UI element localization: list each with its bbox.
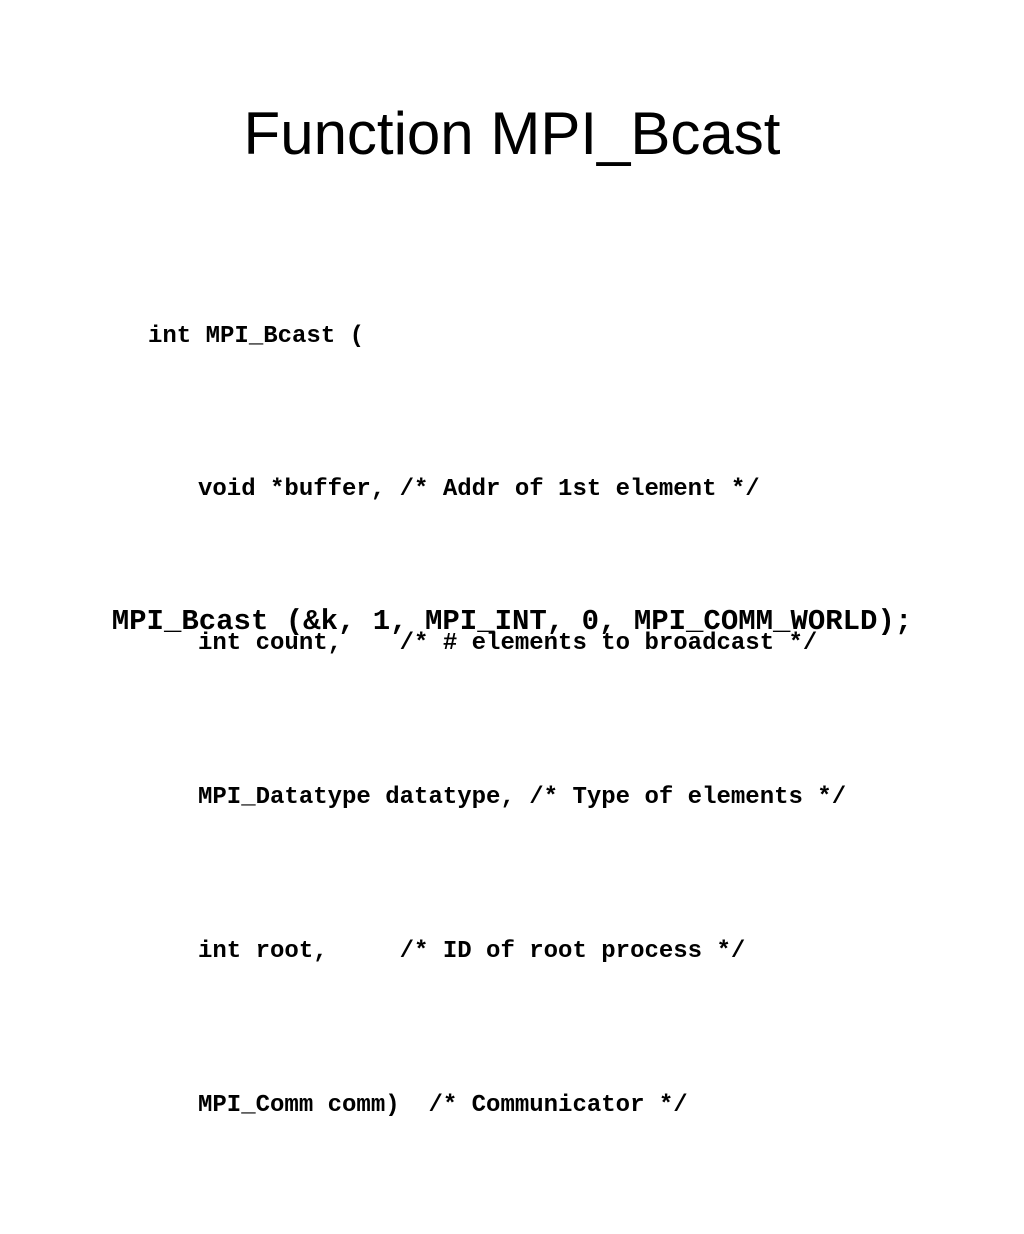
signature-line-count: int count, /* # elements to broadcast */	[198, 630, 818, 658]
function-signature: int MPI_Bcast ( void *buffer, /* Addr of…	[148, 208, 846, 1234]
signature-line-root: int root, /* ID of root process */	[198, 938, 746, 966]
example-call: MPI_Bcast (&k, 1, MPI_INT, 0, MPI_COMM_W…	[111, 605, 913, 638]
signature-line-buffer: void *buffer, /* Addr of 1st element */	[198, 476, 760, 504]
slide: Function MPI_Bcast int MPI_Bcast ( void …	[111, 100, 913, 1120]
signature-line-datatype: MPI_Datatype datatype, /* Type of elemen…	[198, 784, 847, 812]
signature-line-comm: MPI_Comm comm) /* Communicator */	[198, 1092, 688, 1120]
signature-line-header: int MPI_Bcast (	[148, 322, 365, 350]
slide-title: Function MPI_Bcast	[243, 100, 781, 167]
